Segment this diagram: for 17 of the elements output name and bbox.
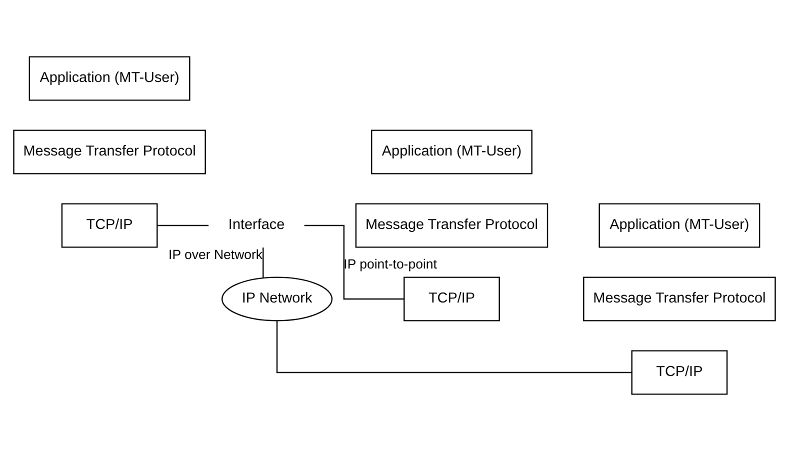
node-box: TCP/IP xyxy=(631,350,728,395)
node-box: TCP/IP xyxy=(61,203,158,248)
connector xyxy=(157,224,209,226)
edge-label: IP point-to-point xyxy=(344,256,437,272)
connector xyxy=(304,224,404,300)
node-box: Application (MT-User) xyxy=(598,203,760,248)
connector xyxy=(276,321,632,374)
edge-label: IP over Network xyxy=(168,246,263,262)
node-box: Message Transfer Protocol xyxy=(355,203,548,248)
connector xyxy=(262,248,264,278)
node-box: Application (MT-User) xyxy=(371,130,532,174)
node-box: TCP/IP xyxy=(404,276,500,322)
node-ellipse: IP Network xyxy=(221,276,333,322)
node-text: Interface xyxy=(228,217,285,234)
node-box: Message Transfer Protocol xyxy=(13,130,206,174)
node-box: Application (MT-User) xyxy=(28,56,190,101)
node-box: Message Transfer Protocol xyxy=(583,276,776,322)
